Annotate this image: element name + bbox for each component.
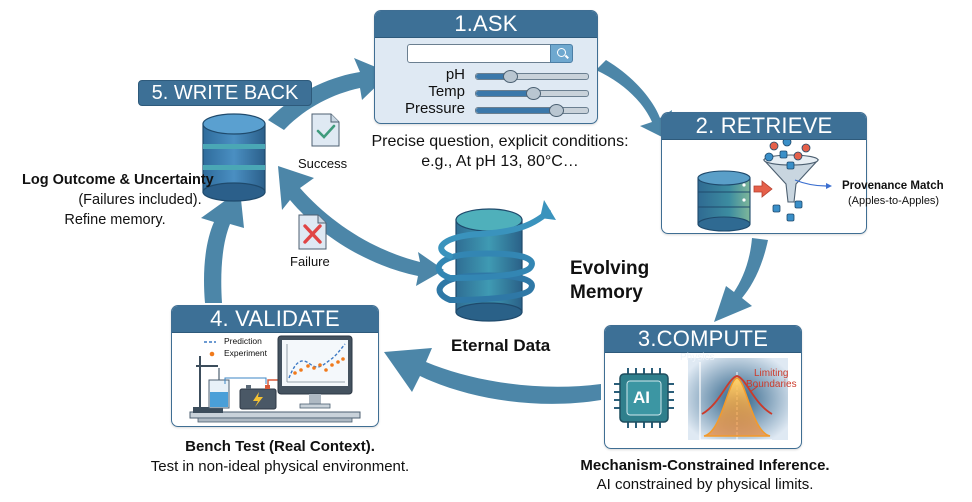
retrieve-database-icon bbox=[697, 170, 751, 232]
failure-document-icon bbox=[298, 214, 327, 250]
ask-card: 1.ASK pH Temp Pressure bbox=[374, 10, 598, 124]
ask-search-button[interactable] bbox=[550, 44, 573, 63]
slider-label-pressure: Pressure bbox=[404, 100, 465, 117]
slider-temp-fill bbox=[476, 91, 534, 96]
arrow-ask-to-retrieve bbox=[596, 60, 672, 140]
slider-pressure-fill bbox=[476, 108, 556, 113]
spiral-arrowhead-icon bbox=[540, 200, 556, 220]
eternal-data-label: Eternal Data bbox=[451, 336, 551, 355]
arrow-validate-to-writeback bbox=[201, 190, 244, 303]
slider-pressure-knob[interactable] bbox=[548, 104, 564, 117]
arrow-compute-to-validate bbox=[384, 348, 601, 404]
ask-search-input[interactable] bbox=[407, 44, 551, 63]
provenance-match-title: Provenance Match bbox=[842, 180, 944, 192]
provenance-pointer-arrowhead bbox=[826, 183, 832, 189]
physics-plot bbox=[699, 362, 773, 441]
validate-card-title: 4. VALIDATE bbox=[172, 306, 378, 333]
limiting-boundaries-label-2: Boundaries bbox=[746, 379, 797, 390]
ask-caption-line1: Precise question, explicit conditions: bbox=[371, 133, 629, 150]
success-document-icon bbox=[311, 113, 340, 147]
retrieve-card: 2. RETRIEVE bbox=[661, 112, 867, 234]
compute-caption: AI constrained by physical limits. bbox=[596, 476, 814, 493]
writeback-caption-line3: Refine memory. bbox=[64, 212, 166, 228]
experiment-points bbox=[293, 357, 345, 375]
slider-ph[interactable] bbox=[475, 70, 589, 83]
physics-axis-label: Physics bbox=[680, 352, 715, 363]
search-icon-handle bbox=[565, 54, 569, 59]
limiting-boundaries-label-1: Limiting bbox=[754, 368, 789, 379]
eternal-data-cylinder-icon bbox=[455, 208, 523, 322]
provenance-match-subtitle: (Apples-to-Apples) bbox=[848, 195, 940, 207]
legend-experiment-label: Experiment bbox=[224, 348, 267, 358]
funnel-icon bbox=[762, 154, 820, 203]
legend-experiment-swatch bbox=[209, 351, 215, 357]
validate-caption: Test in non-ideal physical environment. bbox=[150, 458, 410, 475]
writeback-database-icon bbox=[202, 113, 266, 202]
writeback-caption-line2: (Failures included). bbox=[78, 192, 202, 208]
slider-label-temp: Temp bbox=[428, 83, 465, 100]
provenance-pointer-arrow bbox=[794, 179, 827, 187]
failure-label: Failure bbox=[290, 254, 330, 269]
writeback-title: 5. WRITE BACK bbox=[138, 80, 312, 106]
slider-ph-fill bbox=[476, 74, 510, 79]
ask-card-title: 1.ASK bbox=[375, 11, 597, 38]
retrieve-input-arrow-icon bbox=[753, 180, 773, 198]
ai-chip-icon bbox=[614, 368, 674, 428]
monitor-icon bbox=[277, 335, 353, 409]
ask-caption-line2: e.g., At pH 13, 80°C… bbox=[421, 153, 579, 170]
battery-icon bbox=[239, 385, 277, 410]
ai-chip-label: AI bbox=[633, 388, 650, 407]
slider-pressure[interactable] bbox=[475, 104, 589, 117]
retrieve-card-title: 2. RETRIEVE bbox=[662, 113, 866, 140]
legend-prediction-label: Prediction bbox=[224, 336, 262, 346]
orange-bell-curve bbox=[703, 377, 771, 437]
arrow-memory-writeback-bidirectional bbox=[278, 166, 444, 286]
data-particles bbox=[764, 137, 811, 222]
slider-label-ph: pH bbox=[445, 66, 465, 83]
stand-icon bbox=[193, 356, 223, 413]
evolving-spiral-arrow-icon bbox=[435, 209, 551, 303]
validate-card: 4. VALIDATE bbox=[171, 305, 379, 427]
red-boundary-curve bbox=[701, 375, 773, 415]
compute-card-title: 3.COMPUTE bbox=[605, 326, 801, 353]
writeback-caption-bold: Log Outcome & Uncertainty bbox=[22, 172, 214, 188]
slider-temp[interactable] bbox=[475, 87, 589, 100]
arrow-retrieve-to-compute bbox=[714, 238, 768, 322]
slider-temp-knob[interactable] bbox=[526, 87, 542, 100]
lab-bench-illustration bbox=[189, 335, 361, 423]
compute-card: 3.COMPUTE bbox=[604, 325, 802, 449]
evolving-memory-label-1: Evolving bbox=[570, 258, 650, 279]
search-icon bbox=[557, 48, 566, 57]
compute-caption-bold: Mechanism-Constrained Inference. bbox=[580, 457, 830, 474]
slider-ph-knob[interactable] bbox=[502, 70, 518, 83]
validate-caption-bold: Bench Test (Real Context). bbox=[185, 438, 375, 455]
success-label: Success bbox=[298, 156, 348, 171]
evolving-memory-label-2: Memory bbox=[570, 282, 643, 303]
arrow-writeback-to-ask bbox=[268, 58, 390, 130]
